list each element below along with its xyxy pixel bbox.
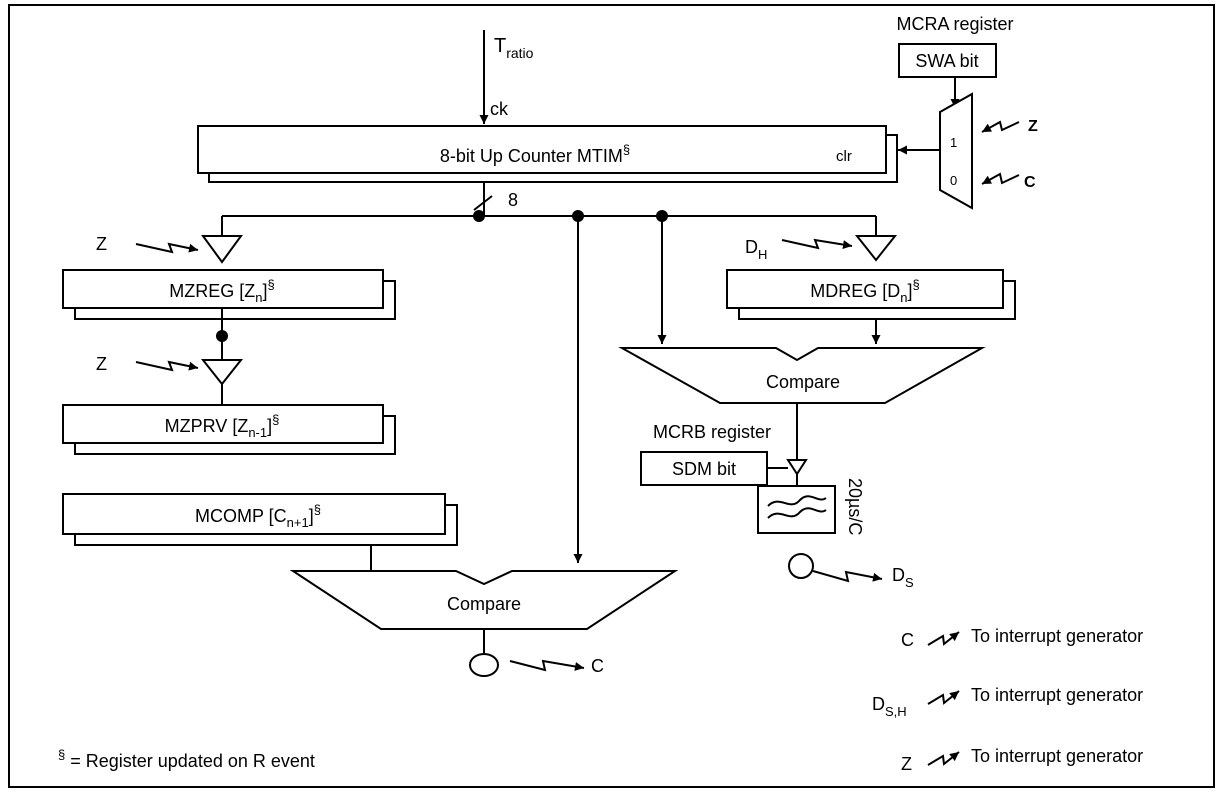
dh-label: DH	[745, 237, 767, 262]
mzreg-gate	[201, 235, 243, 264]
right-compare-label: Compare	[766, 372, 840, 392]
mzprv-gate	[200, 359, 244, 386]
mux: 1 0 Z C	[898, 92, 1038, 210]
footnote: § = Register updated on R event	[58, 747, 315, 771]
left-comparator: Compare C	[289, 570, 679, 677]
legend-dsh-text: To interrupt generator	[971, 685, 1143, 705]
counter-block: 8-bit Up Counter MTIM§ clr	[197, 125, 898, 183]
z-label-1: Z	[96, 234, 107, 254]
swa-bit-label: SWA bit	[915, 51, 978, 71]
sdm-bit-label: SDM bit	[672, 459, 736, 479]
mcrb-title: MCRB register	[653, 422, 771, 442]
ds-output-node	[788, 553, 814, 579]
filter-block: 20µs/C	[757, 478, 865, 535]
tratio-label: Tratio	[494, 35, 534, 61]
mcomp-label: MCOMP [Cn+1]§	[195, 502, 321, 530]
right-comparator: Compare	[618, 347, 986, 460]
mzprv-section: Z MZPRV [Zn-1]§	[62, 354, 396, 455]
mcomp-section: MCOMP [Cn+1]§	[62, 493, 458, 571]
mux-c-label: C	[1024, 174, 1036, 191]
mcra-title: MCRA register	[896, 14, 1013, 34]
sdm-bit-box	[640, 451, 768, 486]
mdreg-section: DH MDREG [Dn]§	[726, 235, 1016, 344]
legend-z-text: To interrupt generator	[971, 746, 1143, 766]
clr-label: clr	[836, 148, 852, 165]
left-c-event-arrow	[509, 659, 585, 672]
ds-label: DS	[892, 565, 914, 590]
left-c-output-label: C	[591, 656, 604, 676]
legend-dsh-label: DS,H	[872, 694, 907, 719]
legend-z-label: Z	[901, 754, 912, 774]
counter-label: 8-bit Up Counter MTIM§	[440, 142, 630, 166]
mdreg-gate	[854, 235, 898, 262]
ds-output: DS	[788, 553, 914, 590]
tratio-input: Tratio ck	[479, 30, 534, 124]
mzreg-label: MZREG [Zn]§	[169, 277, 274, 305]
filter-label: 20µs/C	[845, 478, 865, 535]
c-event-arrow	[981, 172, 1020, 185]
counter-bus: 8	[221, 182, 877, 563]
mcra-register: MCRA register SWA bit	[896, 14, 1014, 108]
z-event-arrow	[981, 120, 1020, 133]
legend-c-text: To interrupt generator	[971, 626, 1143, 646]
diagram-frame	[8, 4, 1215, 788]
legend: C To interrupt generator DS,H To interru…	[872, 626, 1143, 774]
mdreg-label: MDREG [Dn]§	[810, 277, 919, 305]
mzreg-section: Z MZREG [Zn]§	[62, 234, 396, 360]
left-output-node	[469, 653, 499, 677]
mux-in1-label: 1	[950, 135, 957, 150]
mzprv-label: MZPRV [Zn-1]§	[165, 412, 280, 440]
mux-in0-label: 0	[950, 173, 957, 188]
sdm-gate	[786, 459, 808, 476]
mux-z-label: Z	[1028, 118, 1038, 135]
left-compare-label: Compare	[447, 594, 521, 614]
swa-bit-box	[898, 43, 997, 78]
ck-label: ck	[490, 99, 509, 119]
mcrb-register: MCRB register SDM bit	[640, 422, 808, 486]
legend-c-label: C	[901, 630, 914, 650]
z-label-2: Z	[96, 354, 107, 374]
bus-width-label: 8	[508, 190, 518, 210]
